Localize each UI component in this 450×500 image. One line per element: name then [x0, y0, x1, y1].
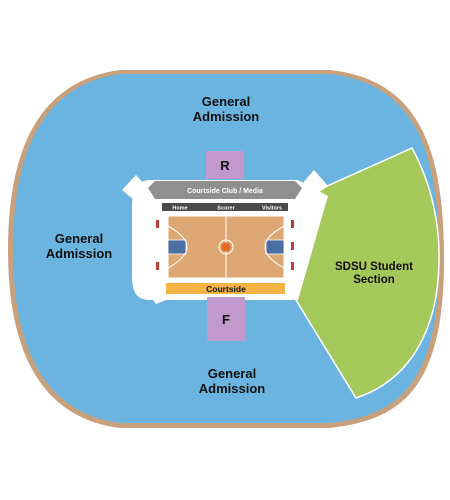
- table-scorer-label: Scorer: [217, 206, 235, 212]
- basketball-icon: [221, 242, 231, 252]
- ga-top-label-line1: General: [202, 94, 250, 109]
- section-f[interactable]: [207, 297, 245, 341]
- courtside-label: Courtside: [206, 284, 246, 294]
- student-section[interactable]: [295, 147, 440, 399]
- ga-left-label-line1: General: [55, 231, 103, 246]
- student-label-line2: Section: [353, 274, 395, 286]
- vomitory-ne: [302, 170, 328, 196]
- ga-bottom-label-line2: Admission: [199, 381, 266, 396]
- bench-right-mid: [291, 242, 294, 250]
- bench-right-top: [291, 220, 294, 228]
- table-visitors-label: Visitors: [262, 206, 282, 212]
- bench-left-top: [156, 220, 159, 228]
- section-r[interactable]: [206, 151, 244, 179]
- courtside-club-section[interactable]: [148, 181, 302, 199]
- courtside-section[interactable]: [166, 283, 285, 294]
- ga-top-label-line2: Admission: [193, 109, 260, 124]
- bench-right-bottom: [291, 262, 294, 270]
- vomitory-sw: [150, 290, 166, 304]
- section-r-label: R: [220, 158, 230, 173]
- bench-left-bottom: [156, 262, 159, 270]
- scorer-table: [162, 203, 288, 211]
- ga-bottom-label-line1: General: [208, 366, 256, 381]
- vomitory-nw: [122, 175, 148, 200]
- ga-left-label-line2: Admission: [46, 246, 113, 261]
- table-home-label: Home: [172, 206, 187, 212]
- basketball-court: [167, 215, 285, 279]
- section-f-label: F: [222, 312, 230, 327]
- student-label-line1: SDSU Student: [335, 261, 413, 273]
- courtside-club-label: Courtside Club / Media: [187, 188, 263, 195]
